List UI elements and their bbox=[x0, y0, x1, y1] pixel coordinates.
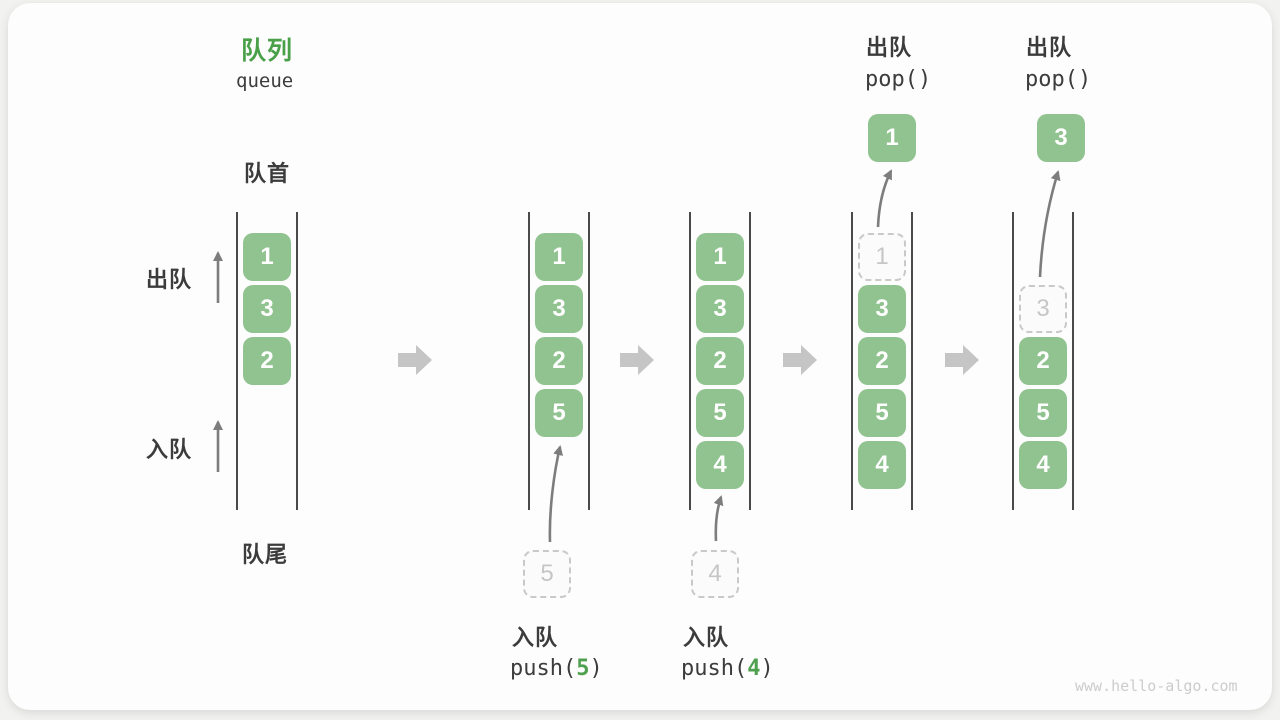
queue-cell: 2 bbox=[696, 337, 744, 385]
queue-wall bbox=[296, 212, 298, 510]
enqueue-arrow-4 bbox=[713, 495, 724, 542]
queue-cell: 5 bbox=[858, 389, 906, 437]
queue-cell: 2 bbox=[1019, 337, 1067, 385]
diagram-card: 队列 queue 队首 队尾 出队 入队 出队 pop() 出队 pop() 入… bbox=[8, 3, 1272, 710]
queue-cell: 5 bbox=[1019, 389, 1067, 437]
label-enqueue: 入队 bbox=[146, 437, 193, 462]
pop-label-2: 出队 bbox=[1026, 35, 1073, 60]
push-code-prefix: push( bbox=[681, 656, 748, 681]
push-code-5: push(5) bbox=[510, 656, 603, 681]
transition-arrow-icon bbox=[620, 345, 654, 375]
transition-arrow-icon bbox=[783, 345, 817, 375]
push-code-arg: 5 bbox=[576, 656, 590, 681]
pop-code-2: pop() bbox=[1025, 67, 1092, 92]
queue-wall bbox=[689, 212, 691, 510]
ghost-cell: 1 bbox=[858, 233, 906, 281]
queue-cell: 3 bbox=[696, 285, 744, 333]
queue-cell: 3 bbox=[535, 285, 583, 333]
diagram-title: 队列 bbox=[241, 37, 294, 65]
queue-wall bbox=[1072, 212, 1074, 510]
pop-arrow-1 bbox=[876, 169, 893, 228]
enqueue-candidate-cell: 4 bbox=[691, 550, 739, 598]
queue-wall bbox=[749, 212, 751, 510]
push-code-suffix: ) bbox=[589, 656, 603, 681]
label-queue-front: 队首 bbox=[244, 161, 291, 186]
pop-label-1: 出队 bbox=[866, 35, 913, 60]
queue-wall bbox=[1012, 212, 1014, 510]
enqueue-arrow-5 bbox=[548, 445, 563, 543]
queue-wall bbox=[236, 212, 238, 510]
queue-cell: 2 bbox=[243, 337, 291, 385]
queue-cell: 2 bbox=[858, 337, 906, 385]
queue-wall bbox=[528, 212, 530, 510]
queue-cell: 1 bbox=[535, 233, 583, 281]
queue-wall bbox=[851, 212, 853, 510]
push-label-4: 入队 bbox=[683, 625, 730, 650]
queue-cell: 4 bbox=[1019, 441, 1067, 489]
queue-cell: 3 bbox=[858, 285, 906, 333]
push-code-suffix: ) bbox=[760, 656, 774, 681]
label-queue-rear: 队尾 bbox=[242, 542, 289, 567]
push-label-5: 入队 bbox=[512, 625, 559, 650]
queue-cell: 4 bbox=[858, 441, 906, 489]
pop-code-1: pop() bbox=[865, 67, 932, 92]
push-code-arg: 4 bbox=[747, 656, 761, 681]
push-code-prefix: push( bbox=[510, 656, 577, 681]
popped-cell: 1 bbox=[868, 114, 916, 162]
ghost-cell: 3 bbox=[1019, 285, 1067, 333]
queue-cell: 1 bbox=[243, 233, 291, 281]
transition-arrow-icon bbox=[398, 345, 432, 375]
popped-cell: 3 bbox=[1037, 114, 1085, 162]
queue-wall bbox=[588, 212, 590, 510]
queue-cell: 4 bbox=[696, 441, 744, 489]
queue-cell: 1 bbox=[696, 233, 744, 281]
transition-arrow-icon bbox=[945, 345, 979, 375]
enqueue-candidate-cell: 5 bbox=[523, 550, 571, 598]
pop-arrow-3 bbox=[1038, 170, 1061, 278]
queue-cell: 3 bbox=[243, 285, 291, 333]
queue-cell: 2 bbox=[535, 337, 583, 385]
diagram-subtitle: queue bbox=[236, 70, 294, 92]
label-dequeue: 出队 bbox=[146, 267, 193, 292]
queue-wall bbox=[911, 212, 913, 510]
push-code-4: push(4) bbox=[681, 656, 774, 681]
watermark: www.hello-algo.com bbox=[1075, 677, 1238, 695]
queue-cell: 5 bbox=[696, 389, 744, 437]
queue-cell: 5 bbox=[535, 389, 583, 437]
